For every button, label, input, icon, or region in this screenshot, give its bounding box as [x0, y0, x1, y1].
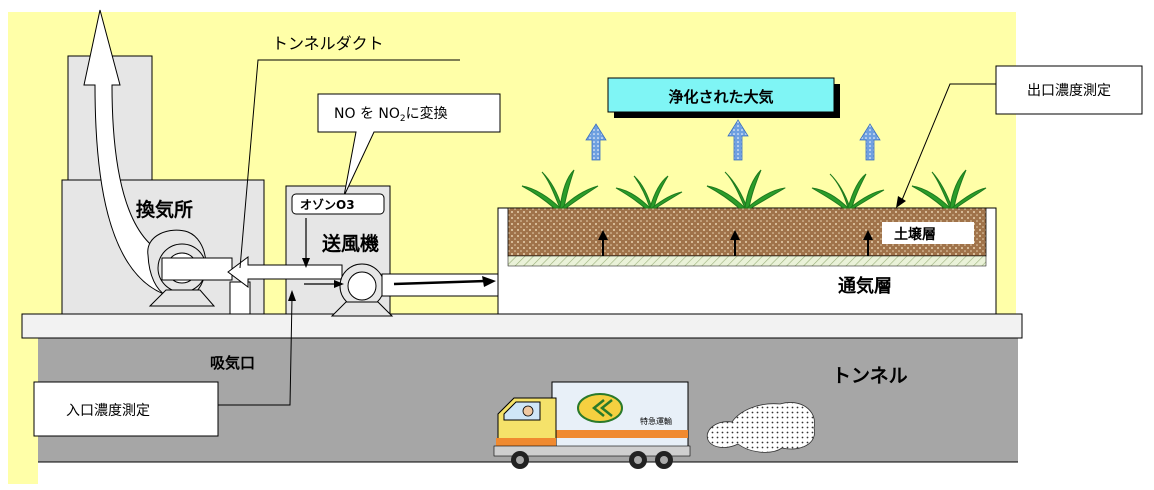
grass-tufts	[521, 169, 987, 209]
ground-slab	[21, 313, 1023, 339]
duct-pipe	[161, 257, 233, 281]
inlet-measurement-box	[33, 381, 219, 437]
tunnel-road-bottom-line	[38, 462, 1018, 484]
truck: 特急運輸	[493, 381, 691, 469]
blower-fan	[330, 263, 394, 317]
purified-air-box	[607, 77, 835, 113]
tunnel-duct-leader	[239, 59, 460, 269]
outlet-measurement-label: 出口濃度測定	[1027, 83, 1111, 99]
air-inlet-column	[229, 281, 251, 315]
ozone-label: オゾンO3	[300, 197, 355, 212]
no-convert-label: NO を NO2に変換	[334, 105, 448, 124]
inlet-measurement-label: 入口濃度測定	[66, 403, 150, 419]
air-inlet-label: 吸気口	[210, 354, 255, 372]
exhaust-smoke	[706, 402, 815, 453]
ventilation-layer-hatch	[507, 255, 987, 267]
purified-air-arrows	[585, 119, 881, 161]
soil-flow-arrows	[598, 230, 873, 256]
tunnel-label: トンネル	[832, 365, 908, 387]
no-convert-bubble	[317, 93, 501, 197]
purified-air-label: 浄化された大気	[668, 88, 773, 106]
ozone-box	[291, 193, 385, 215]
inflow-arrow	[227, 256, 343, 288]
blower-label: 送風機	[322, 232, 379, 255]
soil-layer-label: 土壌層	[894, 226, 936, 243]
outlet-measurement-box	[995, 65, 1143, 115]
tunnel-duct-label: トンネルダクト	[272, 34, 384, 53]
ventilation-layer-label: 通気層	[838, 275, 892, 297]
soil-layer-label-bg	[882, 222, 974, 244]
ventilation-station-label: 換気所	[136, 198, 193, 221]
truck-text: 特急運輸	[640, 416, 672, 426]
inlet-measurement-leader	[218, 297, 293, 406]
outlet-measurement-leader	[901, 83, 996, 201]
